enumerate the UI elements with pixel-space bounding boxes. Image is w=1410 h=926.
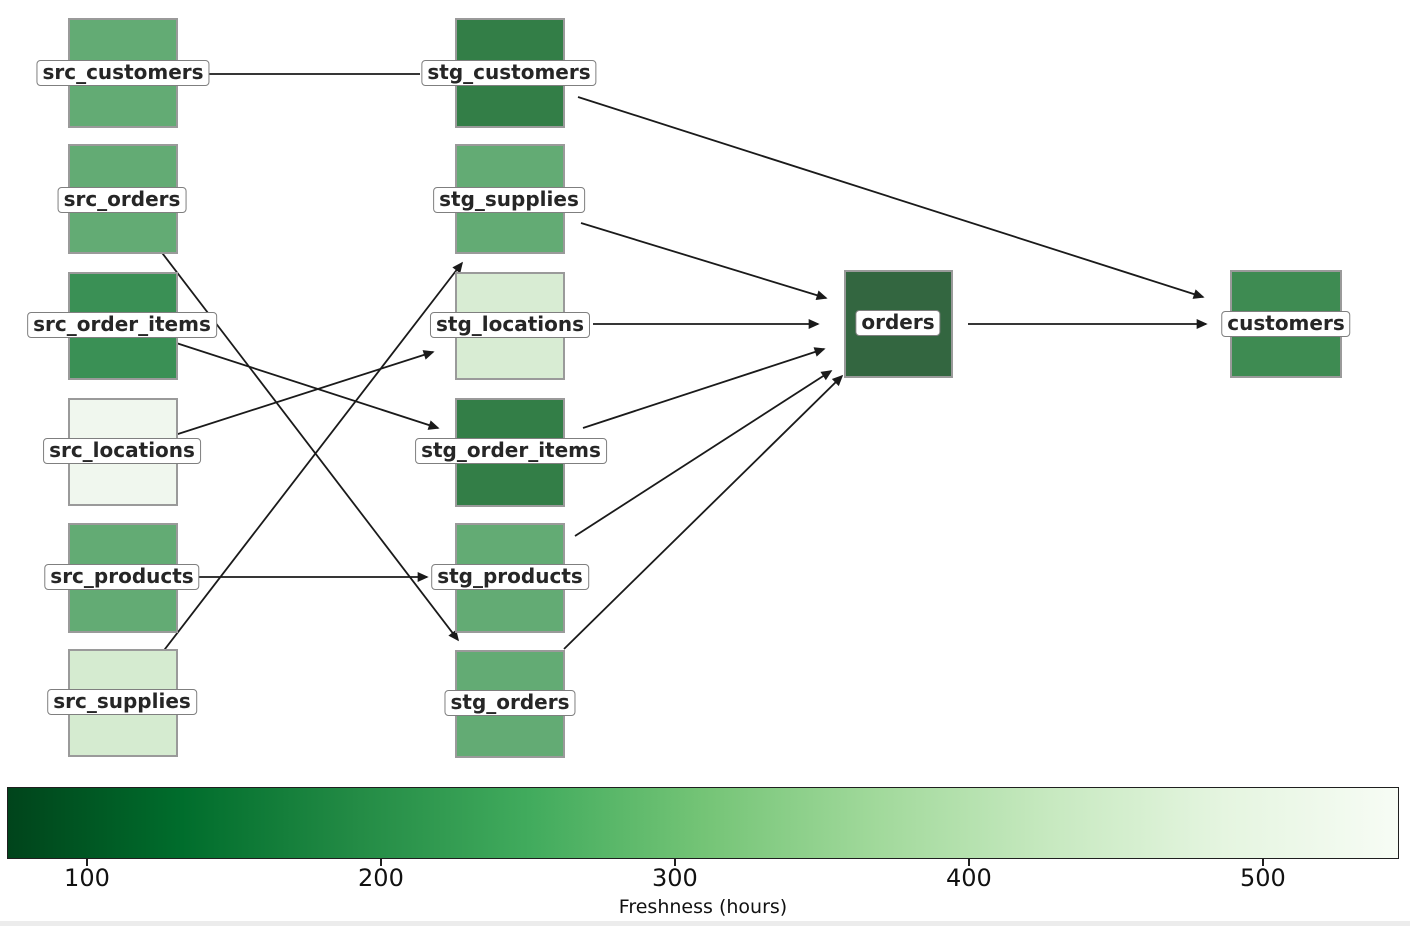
colorbar-tick-label-200: 200 (358, 864, 404, 892)
colorbar-tick-label-100: 100 (64, 864, 110, 892)
edge-stg_supplies-orders (580, 222, 828, 300)
colorbar-tick-label-500: 500 (1239, 864, 1286, 892)
edge-stg_products-orders (574, 370, 833, 537)
node-label-src_orders: src_orders (57, 187, 187, 213)
colorbar-tick-400 (967, 858, 970, 866)
node-label-customers: customers (1221, 311, 1351, 337)
colorbar-tick-100 (85, 858, 88, 866)
edge-stg_order_items-orders (582, 347, 826, 429)
node-label-stg_orders: stg_orders (444, 690, 576, 716)
node-label-src_supplies: src_supplies (47, 689, 197, 715)
colorbar-tick-label-400: 400 (945, 864, 992, 892)
colorbar-gradient (7, 787, 1399, 859)
edge-stg_customers-customers (577, 96, 1205, 299)
node-label-stg_locations: stg_locations (429, 312, 591, 338)
node-label-src_products: src_products (44, 564, 200, 590)
colorbar-tick-200 (379, 858, 382, 866)
node-label-stg_customers: stg_customers (421, 60, 597, 86)
node-label-src_customers: src_customers (36, 60, 210, 86)
node-label-stg_order_items: stg_order_items (415, 438, 607, 464)
node-label-src_locations: src_locations (43, 438, 201, 464)
edge-stg_orders-orders (563, 374, 844, 650)
edge-src_locations-stg_locations (149, 350, 435, 444)
edge-src_order_items-stg_order_items (169, 340, 440, 430)
edge-src_supplies-stg_supplies (154, 261, 464, 663)
colorbar-axis-label: Freshness (hours) (618, 896, 788, 918)
colorbar-tick-label-300: 300 (652, 864, 698, 892)
edge-src_orders-stg_orders (139, 223, 460, 642)
node-label-stg_products: stg_products (431, 564, 589, 590)
node-label-stg_supplies: stg_supplies (433, 187, 585, 213)
node-label-src_order_items: src_order_items (27, 312, 217, 338)
bottom-edge-strip (0, 921, 1410, 926)
node-label-orders: orders (855, 310, 941, 336)
colorbar-tick-300 (673, 858, 676, 866)
colorbar-tick-500 (1261, 858, 1264, 866)
